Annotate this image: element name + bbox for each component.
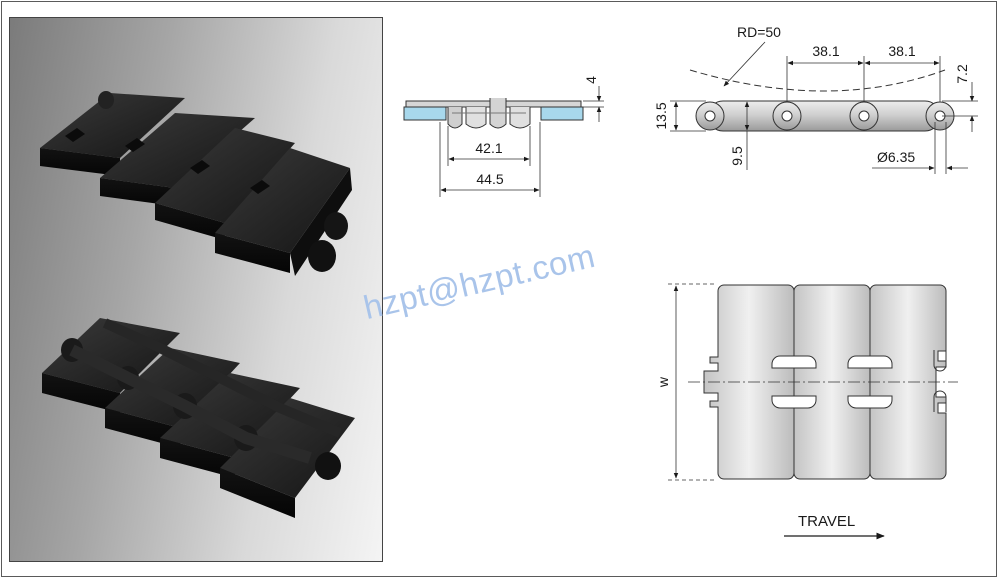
dim-return-radius: RD=50 [737, 24, 781, 40]
dim-pitch-right: 38.1 [888, 43, 915, 59]
dim-pin-height: 9.5 [729, 146, 745, 166]
pin-holes [695, 101, 955, 131]
wear-strip-right [540, 106, 584, 121]
dim-height: 13.5 [653, 102, 669, 129]
profile-view: RD=50 38.1 38.1 7.2 13.5 [653, 24, 978, 174]
dim-outer-width: 44.5 [476, 171, 503, 187]
return-radius-arc [689, 69, 946, 92]
cross-section-view: 4 42.1 44.5 [403, 76, 604, 197]
dim-pin-diameter: Ø6.35 [877, 149, 915, 165]
product-photo-panel [9, 17, 383, 562]
dim-width: w [655, 376, 671, 388]
dim-thickness: 4 [583, 76, 599, 84]
chain-photos [40, 91, 355, 518]
travel-label: TRAVEL [798, 513, 855, 530]
plan-plates [703, 284, 947, 480]
top-chain-photo [40, 91, 352, 276]
dim-upper: 7.2 [954, 64, 970, 84]
wear-strip-left [403, 106, 447, 121]
bottom-chain-photo [42, 318, 355, 518]
plan-view: w TRAVEL [655, 283, 958, 540]
dim-pitch-left: 38.1 [812, 43, 839, 59]
dim-inner-width: 42.1 [475, 140, 502, 156]
chain-profile-body [707, 100, 941, 132]
